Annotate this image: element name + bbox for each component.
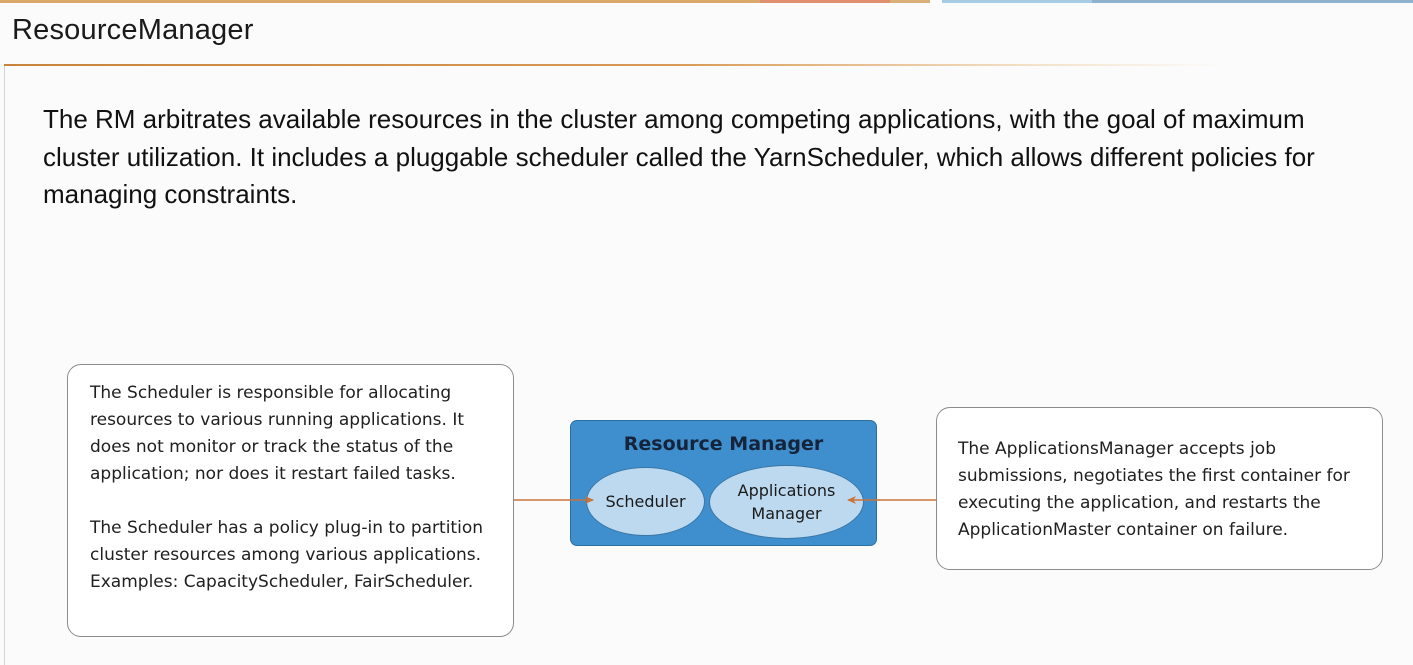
scheduler-node-label: Scheduler xyxy=(605,492,686,511)
top-color-stripe xyxy=(0,0,1413,3)
slide-title: ResourceManager xyxy=(12,14,254,46)
scheduler-node: Scheduler xyxy=(586,467,705,536)
scheduler-description-paragraph-1: The Scheduler is responsible for allocat… xyxy=(90,383,465,484)
scheduler-description-paragraph-2: The Scheduler has a policy plug-in to pa… xyxy=(90,518,483,592)
intro-paragraph: The RM arbitrates available resources in… xyxy=(43,104,1315,209)
applications-manager-label-line1: Applications xyxy=(737,481,836,500)
applications-manager-node: Applications Manager xyxy=(709,465,864,539)
scheduler-description-callout: The Scheduler is responsible for allocat… xyxy=(67,364,514,637)
left-divider xyxy=(4,66,5,665)
resource-manager-title: Resource Manager xyxy=(623,433,824,455)
applications-manager-label-line2: Manager xyxy=(751,504,822,523)
applications-manager-description-callout: The ApplicationsManager accepts job subm… xyxy=(936,407,1383,570)
applications-manager-description: The ApplicationsManager accepts job subm… xyxy=(958,439,1350,540)
title-underline xyxy=(4,64,1224,66)
resource-manager-box: Resource Manager Scheduler Applications … xyxy=(570,420,877,546)
